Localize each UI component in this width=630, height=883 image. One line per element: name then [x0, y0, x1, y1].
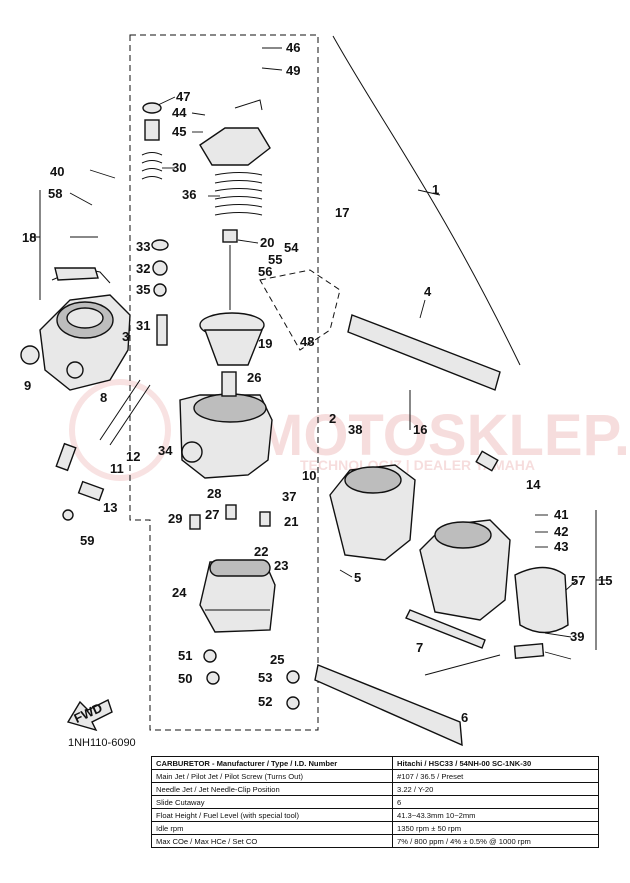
- callout-46: 46: [286, 40, 300, 55]
- callout-47: 47: [176, 89, 190, 104]
- callout-13: 13: [103, 500, 117, 515]
- callout-18: 18: [22, 230, 36, 245]
- callout-16: 16: [413, 422, 427, 437]
- callout-50: 50: [178, 671, 192, 686]
- callout-19: 19: [258, 336, 272, 351]
- spec-row: CARBURETOR - Manufacturer / Type / I.D. …: [151, 756, 599, 770]
- spec-value: 3.22 / Y-20: [392, 782, 599, 796]
- callout-labels: 1 2 3 4 5 6 7 8 9 10 11 12 13 14 15 16 1…: [22, 40, 612, 725]
- callout-35: 35: [136, 282, 150, 297]
- callout-11: 11: [110, 461, 124, 476]
- spec-row: Slide Cutaway 6: [151, 795, 599, 809]
- callout-51: 51: [178, 648, 192, 663]
- callout-17: 17: [335, 205, 349, 220]
- callout-7: 7: [416, 640, 423, 655]
- callout-44: 44: [172, 105, 187, 120]
- spec-row: Main Jet / Pilot Jet / Pilot Screw (Turn…: [151, 769, 599, 783]
- callout-8: 8: [100, 390, 107, 405]
- callout-37: 37: [282, 489, 296, 504]
- spec-table: CARBURETOR - Manufacturer / Type / I.D. …: [151, 756, 599, 848]
- right-cluster-boundary: [259, 269, 341, 351]
- callout-1: 1: [432, 182, 439, 197]
- callout-32: 32: [136, 261, 150, 276]
- callout-29: 29: [168, 511, 182, 526]
- diagram-code: 1NH110-6090: [68, 737, 136, 749]
- callout-41: 41: [554, 507, 568, 522]
- callout-59: 59: [80, 533, 94, 548]
- callout-49: 49: [286, 63, 300, 78]
- callout-2: 2: [329, 411, 336, 426]
- callout-25: 25: [270, 652, 284, 667]
- callout-52: 52: [258, 694, 272, 709]
- spec-value: 6: [392, 795, 599, 809]
- spec-row: Float Height / Fuel Level (with special …: [151, 808, 599, 822]
- callout-27: 27: [205, 507, 219, 522]
- callout-21: 21: [284, 514, 298, 529]
- callout-55: 55: [268, 252, 282, 267]
- spec-label: Max COe / Max HCe / Set CO: [151, 834, 393, 848]
- callout-24: 24: [172, 585, 187, 600]
- callout-10: 10: [302, 468, 316, 483]
- callout-40: 40: [50, 164, 64, 179]
- spec-label: Float Height / Fuel Level (with special …: [151, 808, 393, 822]
- callout-9: 9: [24, 378, 31, 393]
- group-bracket-15: [595, 510, 608, 650]
- watermark-subtext: TECHNOLOGIZ | DEALER YAMAHA: [300, 457, 535, 473]
- callout-42: 42: [554, 524, 568, 539]
- spec-label: Main Jet / Pilot Jet / Pilot Screw (Turn…: [151, 769, 393, 783]
- callout-36: 36: [182, 187, 196, 202]
- callout-31: 31: [136, 318, 150, 333]
- callout-20: 20: [260, 235, 274, 250]
- center-column-parts: [141, 99, 300, 710]
- spec-label: Needle Jet / Jet Needle-Clip Position: [151, 782, 393, 796]
- cable-1: [332, 35, 521, 366]
- callout-6: 6: [461, 710, 468, 725]
- callout-15: 15: [598, 573, 612, 588]
- spec-row: Max COe / Max HCe / Set CO 7% / 800 ppm …: [151, 834, 599, 848]
- fwd-arrow: FWD: [66, 699, 113, 732]
- callout-23: 23: [274, 558, 288, 573]
- callout-33: 33: [136, 239, 150, 254]
- spec-label: Idle rpm: [151, 821, 393, 835]
- group-bracket-18: [30, 190, 41, 300]
- callout-56: 56: [258, 264, 272, 279]
- callout-12: 12: [126, 449, 140, 464]
- left-small-parts: [55, 379, 151, 521]
- spec-value: 41.3~43.3mm 10~2mm: [392, 808, 599, 822]
- spec-row: Needle Jet / Jet Needle-Clip Position 3.…: [151, 782, 599, 796]
- spec-value: 7% / 800 ppm / 4% ± 0.5% @ 1000 rpm: [392, 834, 599, 848]
- spec-row: Idle rpm 1350 rpm ± 50 rpm: [151, 821, 599, 835]
- callout-5: 5: [354, 570, 361, 585]
- callout-38: 38: [348, 422, 362, 437]
- assembly-boundary: [129, 34, 319, 731]
- callout-48: 48: [300, 334, 314, 349]
- left-carburetor: [20, 267, 131, 391]
- callout-22: 22: [254, 544, 268, 559]
- spec-value: Hitachi / HSC33 / 54NH-00 SC-1NK-30: [392, 756, 599, 770]
- leader-lines: [69, 47, 578, 660]
- callout-26: 26: [247, 370, 261, 385]
- callout-34: 34: [158, 443, 173, 458]
- right-carburetors: [314, 314, 569, 747]
- callout-45: 45: [172, 124, 186, 139]
- callout-28: 28: [207, 486, 221, 501]
- callout-43: 43: [554, 539, 568, 554]
- spec-label: CARBURETOR - Manufacturer / Type / I.D. …: [151, 756, 393, 770]
- spec-value: 1350 rpm ± 50 rpm: [392, 821, 599, 835]
- spec-value: #107 / 36.5 / Preset: [392, 769, 599, 783]
- callout-57: 57: [571, 573, 585, 588]
- callout-53: 53: [258, 670, 272, 685]
- callout-14: 14: [526, 477, 541, 492]
- callout-4: 4: [424, 284, 432, 299]
- spec-label: Slide Cutaway: [151, 795, 393, 809]
- callout-3: 3: [122, 329, 129, 344]
- callout-54: 54: [284, 240, 299, 255]
- callout-30: 30: [172, 160, 186, 175]
- callout-58: 58: [48, 186, 62, 201]
- callout-39: 39: [570, 629, 584, 644]
